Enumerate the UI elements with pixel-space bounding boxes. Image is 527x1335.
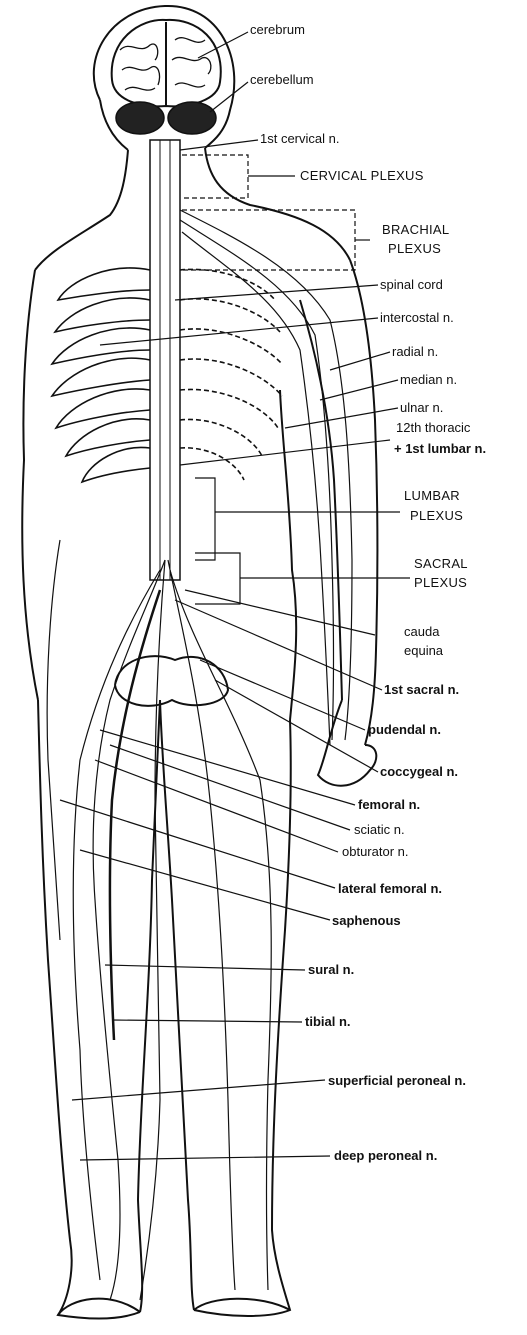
label-sciatic: sciatic n. — [354, 822, 405, 837]
label-brachial-plexus-line1: BRACHIAL — [382, 222, 449, 237]
label-femoral: femoral n. — [358, 797, 420, 812]
label-obturator: obturator n. — [342, 844, 409, 859]
label-coccygeal: coccygeal n. — [380, 764, 458, 779]
brain — [112, 20, 221, 134]
label-radial: radial n. — [392, 344, 438, 359]
label-cauda-equina-line2: equina — [404, 643, 444, 658]
label-first-cervical: 1st cervical n. — [260, 131, 339, 146]
label-pudendal: pudendal n. — [368, 722, 441, 737]
label-spinal-cord: spinal cord — [380, 277, 443, 292]
label-median: median n. — [400, 372, 457, 387]
label-brachial-plexus-line2: PLEXUS — [388, 241, 441, 256]
label-cauda-equina-line1: cauda — [404, 624, 440, 639]
label-first-sacral: 1st sacral n. — [384, 682, 459, 697]
label-deep-peroneal: deep peroneal n. — [334, 1148, 437, 1163]
label-superficial-peroneal: superficial peroneal n. — [328, 1073, 466, 1088]
label-cervical-plexus: CERVICAL PLEXUS — [300, 168, 424, 183]
label-lumbar-plexus-line2: PLEXUS — [410, 508, 463, 523]
spinal-column — [150, 140, 180, 580]
label-twelfth-thoracic: 12th thoracic — [396, 420, 471, 435]
label-sacral-plexus-line2: PLEXUS — [414, 575, 467, 590]
label-cerebrum: cerebrum — [250, 22, 305, 37]
body-outline — [22, 6, 377, 1318]
label-first-lumbar: + 1st lumbar n. — [394, 441, 486, 456]
label-tibial: tibial n. — [305, 1014, 351, 1029]
label-intercostal: intercostal n. — [380, 310, 454, 325]
label-sacral-plexus-line1: SACRAL — [414, 556, 468, 571]
label-lumbar-plexus-line1: LUMBAR — [404, 488, 460, 503]
label-ulnar: ulnar n. — [400, 400, 443, 415]
label-saphenous: saphenous — [332, 913, 401, 928]
label-sural: sural n. — [308, 962, 354, 977]
peripheral-nerves — [47, 210, 352, 1300]
label-cerebellum: cerebellum — [250, 72, 314, 87]
label-lateral-femoral: lateral femoral n. — [338, 881, 442, 896]
